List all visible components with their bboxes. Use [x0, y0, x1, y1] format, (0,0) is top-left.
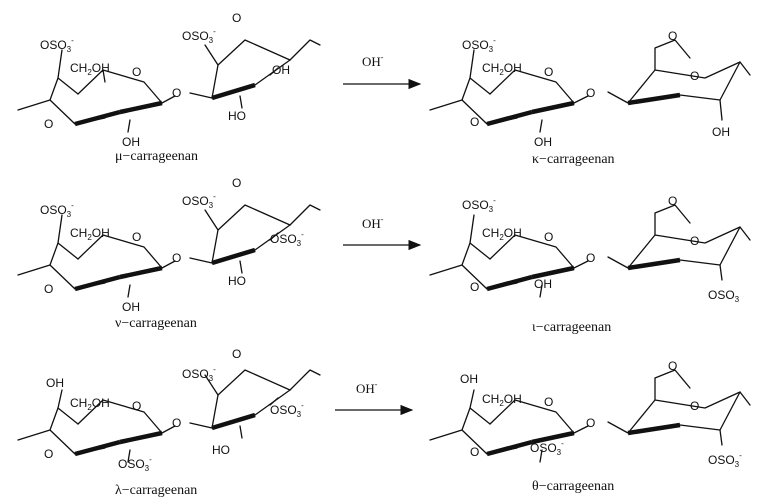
svg-text:OH: OH: [122, 300, 140, 314]
svg-text:O: O: [544, 230, 553, 244]
reactant-name-lambda: λ−carrageenan: [115, 483, 197, 498]
svg-text:O: O: [470, 445, 479, 459]
product-left-ring: [429, 214, 589, 298]
svg-text:HO: HO: [228, 109, 246, 123]
svg-text:CH2OH: CH2OH: [482, 226, 522, 242]
svg-text:O: O: [44, 282, 53, 296]
reagent-label-3: OH-: [356, 380, 378, 396]
svg-text:CH2OH: CH2OH: [482, 392, 522, 408]
svg-text:OSO3-: OSO3-: [462, 36, 496, 54]
svg-text:OH: OH: [122, 135, 140, 149]
row-nu-iota: [17, 204, 751, 298]
svg-text:O: O: [132, 230, 141, 244]
svg-text:OH: OH: [534, 135, 552, 149]
reactant-left-ring: [17, 389, 176, 463]
svg-text:OH: OH: [712, 125, 730, 139]
svg-text:OSO3-: OSO3-: [270, 230, 304, 248]
reactant-right-ring: [189, 369, 321, 439]
svg-text:O: O: [690, 234, 699, 248]
svg-text:O: O: [668, 359, 677, 373]
svg-text:O: O: [172, 251, 181, 265]
svg-text:O: O: [586, 416, 595, 430]
reactant-right-ring: [189, 204, 321, 274]
atom-labels-row-3: OH CH2OH O O OSO3- O OSO3- O OSO3- HO OH…: [44, 347, 742, 473]
svg-text:O: O: [172, 416, 181, 430]
svg-text:O: O: [690, 69, 699, 83]
reactant-left-ring: [17, 214, 176, 298]
svg-text:O: O: [668, 194, 677, 208]
svg-text:OSO3-: OSO3-: [708, 451, 742, 469]
svg-text:HO: HO: [228, 274, 246, 288]
row-mu-kappa: [17, 39, 751, 133]
product-name-kappa: κ−carrageenan: [532, 152, 615, 167]
svg-text:OH: OH: [46, 376, 64, 390]
product-name-theta: θ−carrageenan: [532, 479, 614, 494]
svg-text:CH2OH: CH2OH: [70, 396, 110, 412]
svg-text:HO: HO: [212, 443, 230, 457]
reactant-name-mu: μ−carrageenan: [115, 149, 198, 164]
svg-text:O: O: [470, 280, 479, 294]
reactant-left-ring: [17, 49, 176, 133]
svg-text:O: O: [132, 65, 141, 79]
svg-text:OSO3-: OSO3-: [182, 192, 216, 210]
reactant-name-nu: ν−carrageenan: [115, 316, 197, 331]
product-left-ring: [429, 389, 589, 463]
svg-text:OSO3-: OSO3-: [182, 365, 216, 383]
svg-text:O: O: [544, 395, 553, 409]
svg-text:O: O: [232, 11, 241, 25]
svg-text:O: O: [690, 399, 699, 413]
svg-text:OSO3-: OSO3-: [530, 439, 564, 457]
svg-text:OSO3: OSO3: [708, 288, 740, 304]
svg-text:OSO3-: OSO3-: [40, 36, 74, 54]
product-anhydro-ring: [607, 369, 751, 446]
svg-text:OSO3-: OSO3-: [182, 27, 216, 45]
svg-text:O: O: [232, 347, 241, 361]
svg-text:OSO3-: OSO3-: [270, 401, 304, 419]
reactant-right-ring: [189, 39, 321, 109]
product-left-ring: [429, 49, 589, 133]
svg-text:O: O: [470, 115, 479, 129]
svg-text:OSO3-: OSO3-: [462, 196, 496, 214]
svg-text:O: O: [172, 86, 181, 100]
svg-text:O: O: [44, 447, 53, 461]
atom-labels-row-1: OSO3- CH2OH O O OH O OSO3- O OH HO OSO3-…: [40, 11, 730, 149]
svg-text:O: O: [232, 176, 241, 190]
svg-text:O: O: [586, 251, 595, 265]
svg-text:OH: OH: [534, 277, 552, 291]
svg-text:CH2OH: CH2OH: [482, 61, 522, 77]
svg-text:OSO3-: OSO3-: [40, 201, 74, 219]
reagent-label-1: OH-: [362, 53, 384, 69]
svg-text:O: O: [44, 117, 53, 131]
svg-text:OSO3-: OSO3-: [118, 455, 152, 473]
product-anhydro-ring: [607, 39, 751, 121]
svg-text:O: O: [586, 86, 595, 100]
svg-text:O: O: [544, 65, 553, 79]
svg-text:O: O: [132, 399, 141, 413]
svg-text:CH2OH: CH2OH: [70, 226, 110, 242]
product-name-iota: ι−carrageenan: [532, 320, 611, 335]
svg-text:OH: OH: [460, 372, 478, 386]
atom-labels-row-2: OSO3- CH2OH O O OH O OSO3- O OSO3- HO OS…: [40, 176, 740, 314]
svg-text:OH: OH: [272, 63, 290, 77]
reagent-label-2: OH-: [362, 215, 384, 231]
svg-text:CH2OH: CH2OH: [70, 61, 110, 77]
row-lambda-theta: [17, 369, 751, 463]
svg-text:O: O: [668, 29, 677, 43]
product-anhydro-ring: [607, 204, 751, 281]
